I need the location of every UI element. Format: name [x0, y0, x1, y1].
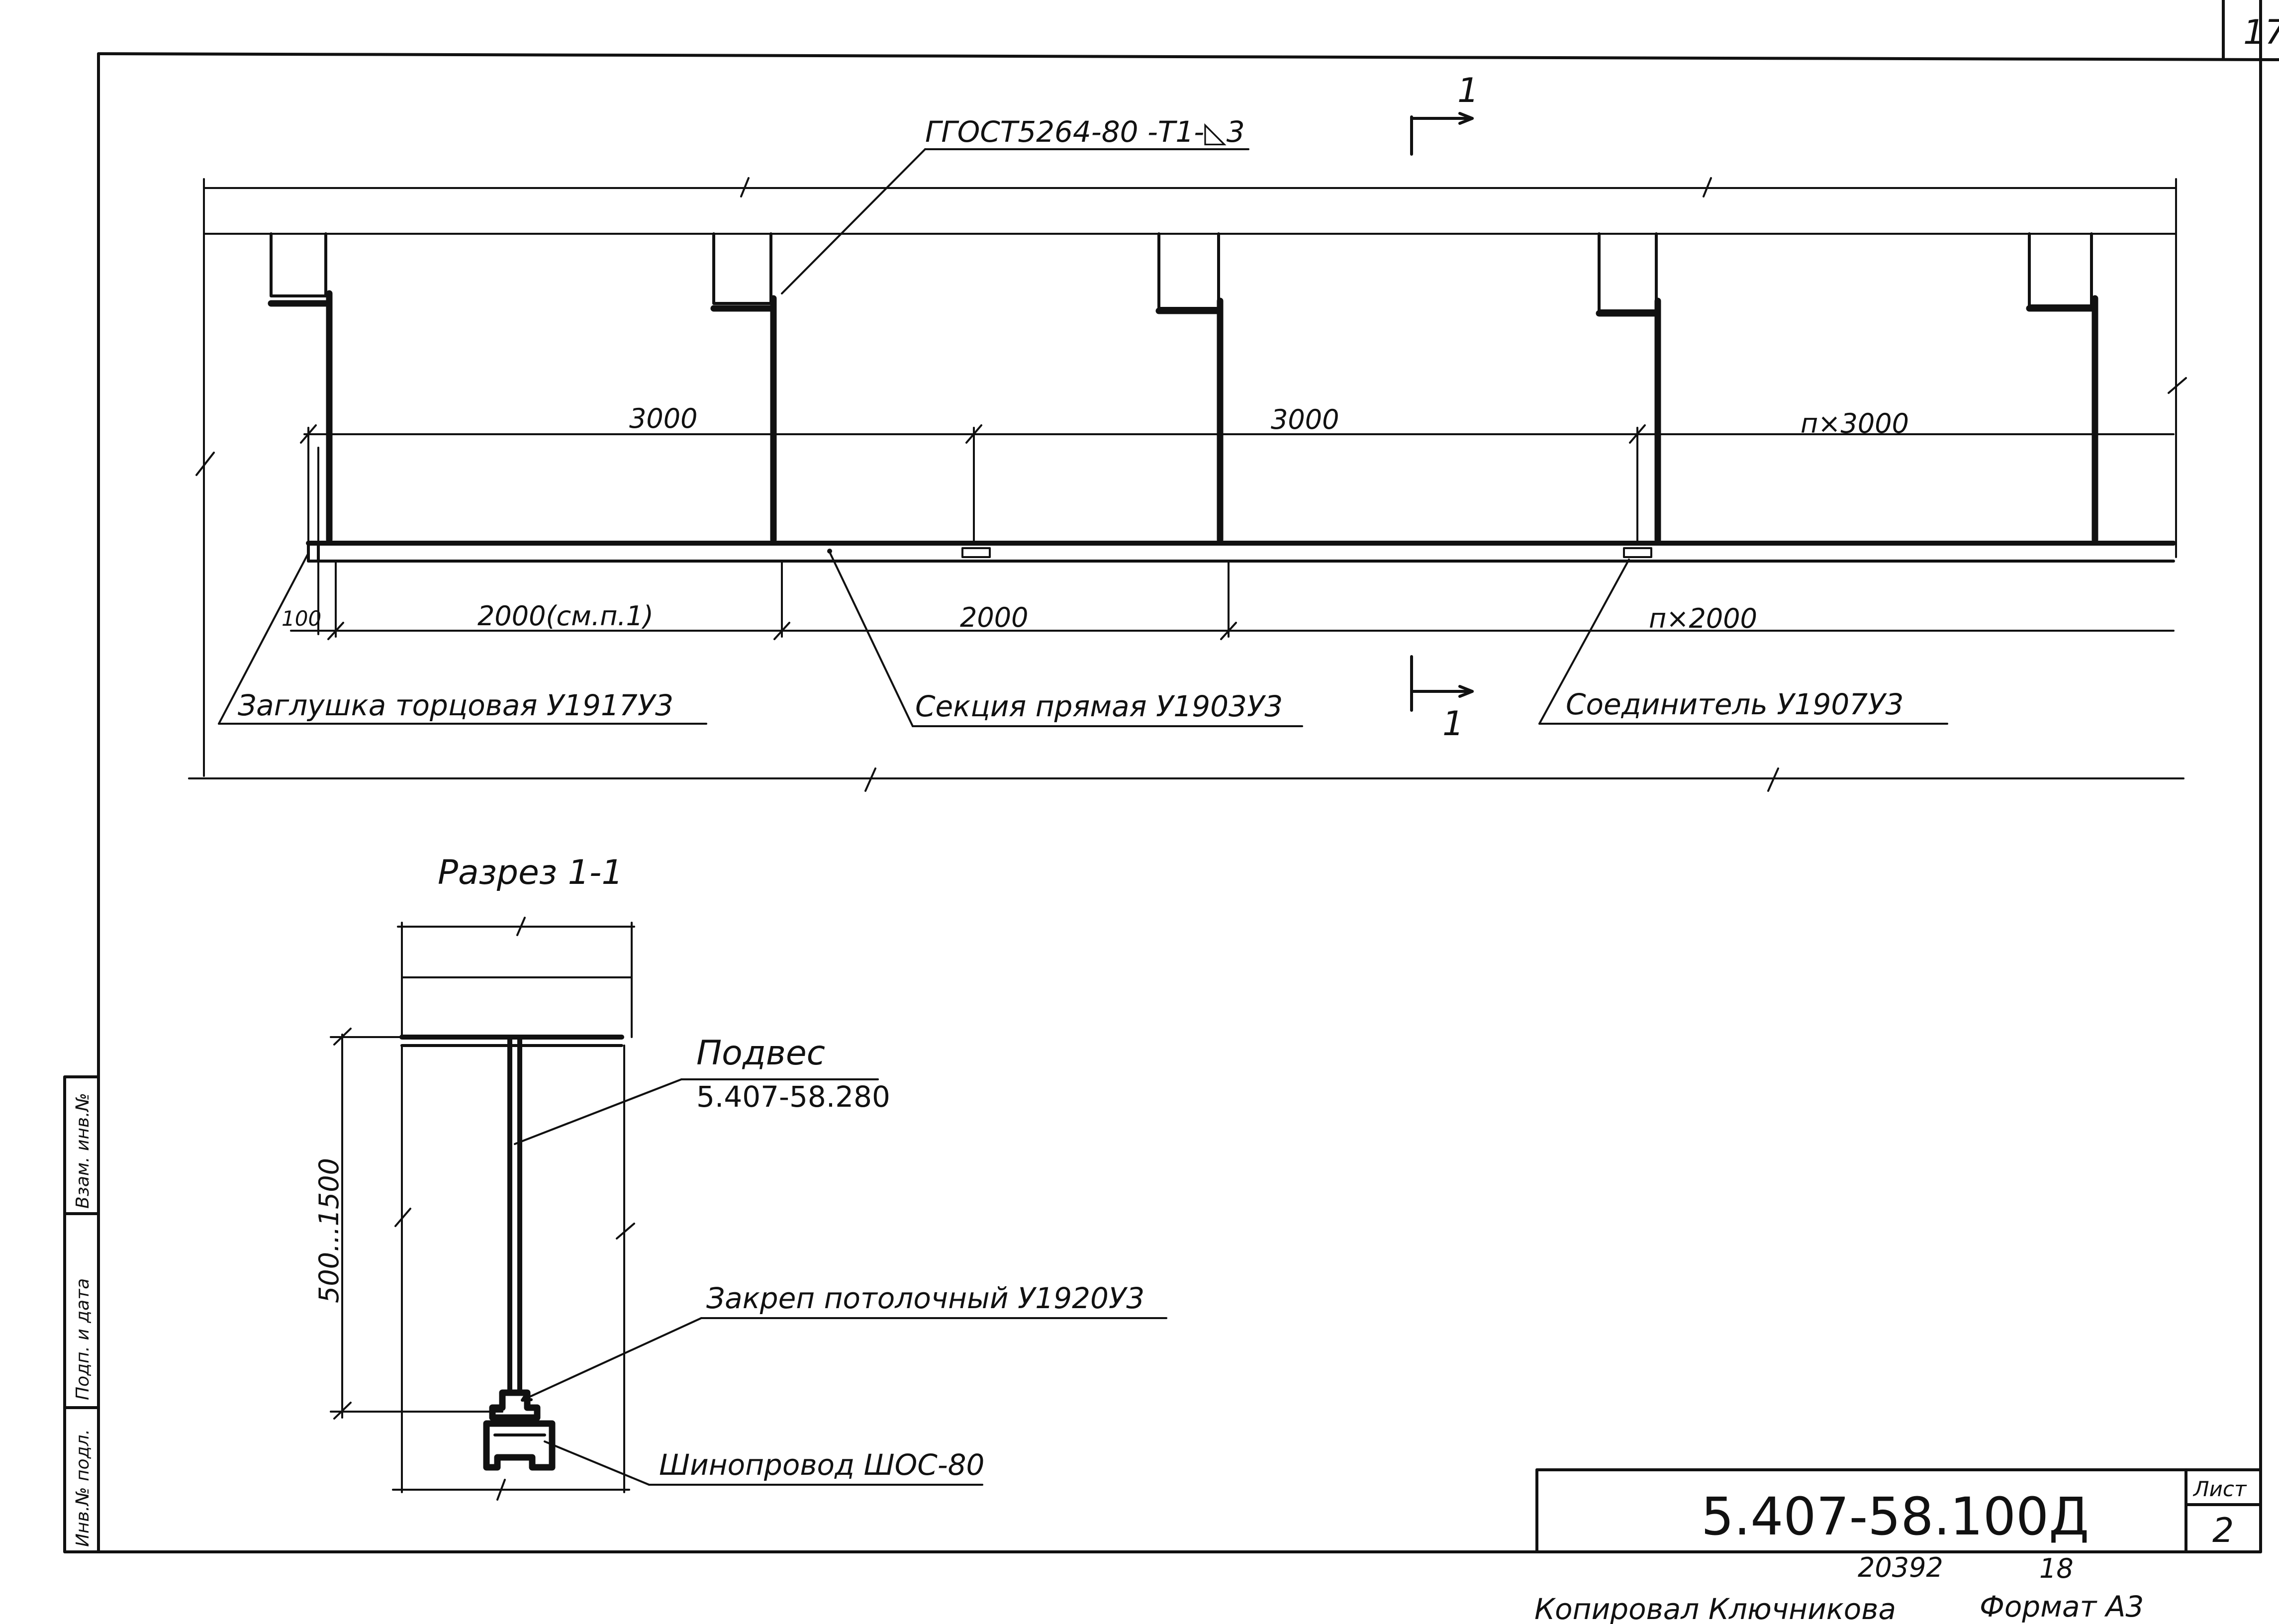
callout-leaders-plan — [218, 551, 1948, 727]
plan-busbar — [306, 541, 2176, 563]
straight-section-label: Секция прямая У1903У3 — [915, 689, 1283, 723]
section-view — [330, 917, 635, 1501]
dim-n3000: п×3000 — [1801, 408, 1909, 439]
dim-n2000: п×2000 — [1649, 603, 1757, 634]
dim-2000-b: 2000 — [960, 602, 1028, 633]
side-stamp — [63, 1075, 100, 1553]
hanger-label: Подвес — [696, 1034, 825, 1073]
dim-100: 100 — [282, 606, 321, 631]
footer-copied-by: Копировал Ключникова — [1534, 1592, 1896, 1624]
dim-3000-b: 3000 — [1271, 404, 1339, 435]
dim-3000-a: 3000 — [629, 403, 697, 434]
title-block-sheet-label: Лист — [2192, 1477, 2247, 1501]
stamp-inv-orig: Инв.№ подл. — [73, 1429, 93, 1547]
footer-page: 18 — [2039, 1553, 2074, 1584]
section-mark-bottom-label: 1 — [1442, 704, 1464, 744]
hanger-code: 5.407-58.280 — [696, 1080, 890, 1114]
section-mark-bottom — [1410, 655, 1474, 712]
corner-sheet-number: 17 — [2243, 13, 2279, 52]
weld-note-label: ГГОСТ5264-80 -Т1-◺3 — [925, 115, 1245, 149]
title-block-code: 5.407-58.100Д — [1701, 1486, 2089, 1547]
plan-overall-dimension-lines — [188, 177, 2187, 792]
title-block — [1535, 1468, 2262, 1553]
section-mark-top — [1410, 112, 1474, 156]
plan-dimensions — [290, 424, 2175, 640]
stamp-sign-date: Подп. и дата — [73, 1278, 93, 1400]
footer-format: Формат А3 — [1980, 1590, 2144, 1624]
end-cap-label: Заглушка торцовая У1917У3 — [238, 688, 673, 722]
weld-note-leader — [781, 148, 1249, 294]
section-title: Разрез 1-1 — [438, 853, 623, 892]
ceiling-clamp-label: Закреп потолочный У1920У3 — [706, 1281, 1144, 1315]
stamp-replace-inv: Взам. инв.№ — [73, 1093, 93, 1209]
plan-hanger-profiles — [268, 232, 2098, 543]
section-mark-top-label: 1 — [1457, 71, 1479, 110]
title-block-sheet-value: 2 — [2212, 1511, 2234, 1550]
busbar-label: Шинопровод ШОС-80 — [659, 1448, 984, 1482]
footer-number: 20392 — [1858, 1552, 1943, 1583]
connector-label: Соединитель У1907У3 — [1566, 687, 1903, 721]
callout-leaders-section — [514, 1078, 1167, 1486]
dim-500-1500: 500...1500 — [313, 1158, 345, 1303]
dim-2000-a: 2000(см.п.1) — [477, 600, 654, 632]
